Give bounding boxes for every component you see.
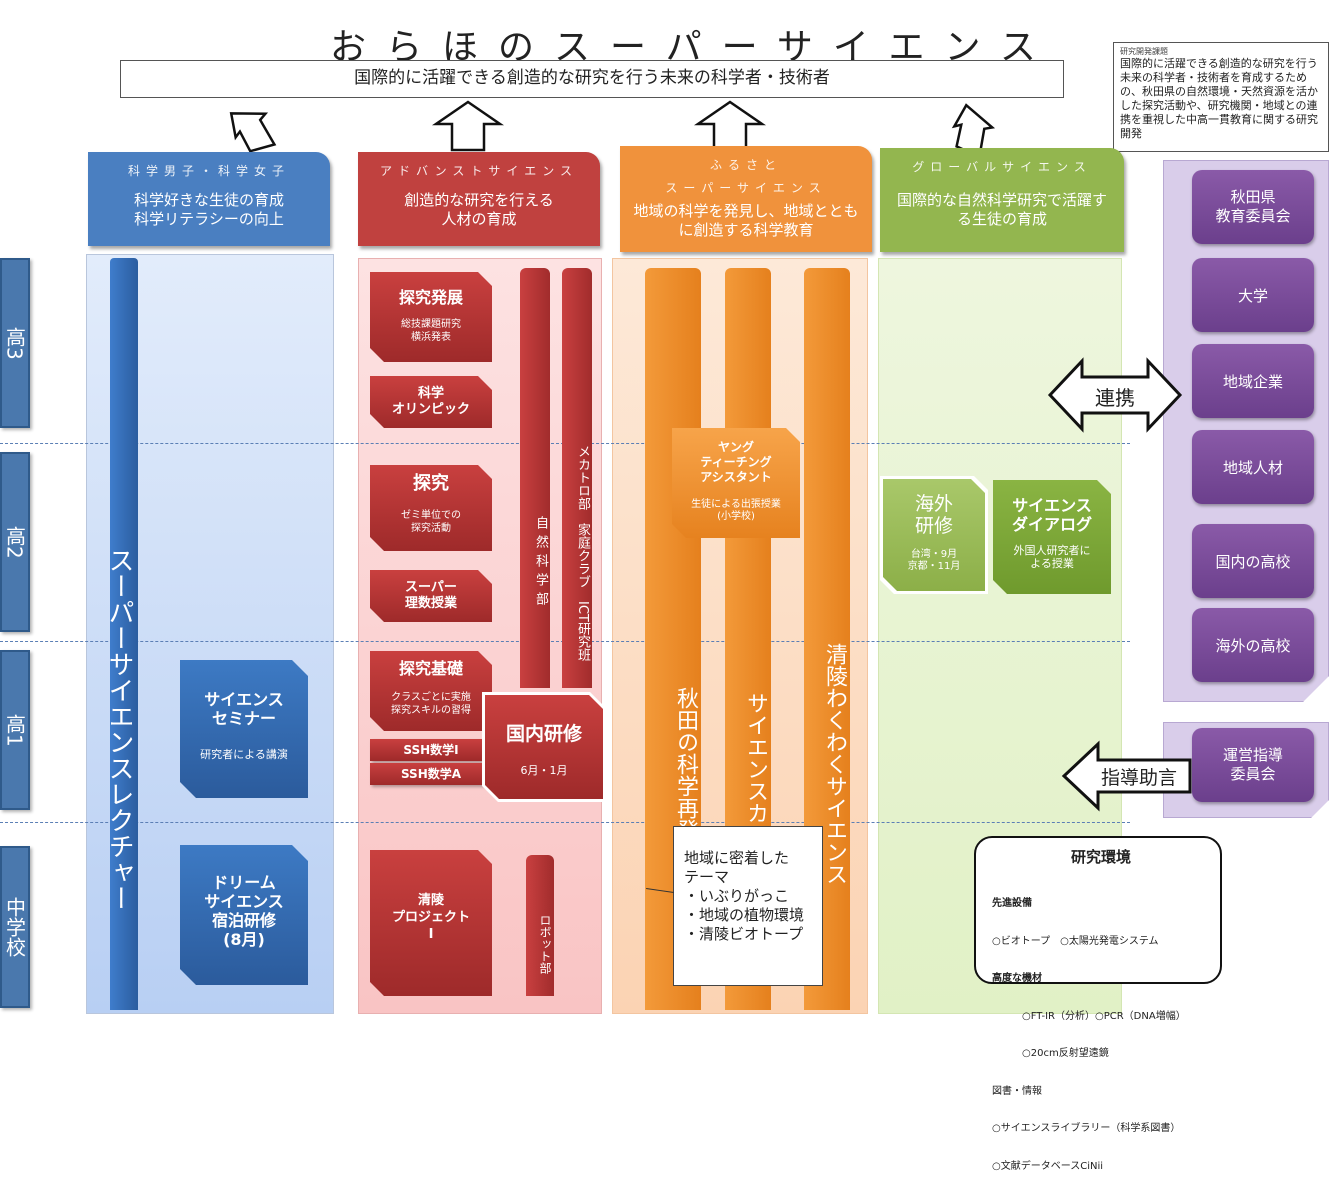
- header-science-boys-girls: 科学男子・科学女子 科学好きな生徒の育成 科学リテラシーの向上: [88, 152, 330, 246]
- header-main: 創造的な研究を行える 人材の育成: [404, 191, 554, 228]
- kokunai-kenshu-title: 国内研修: [505, 723, 582, 745]
- header-sub-furusato: ふるさと: [709, 158, 782, 172]
- header-furusato-super-science: ふるさと スーパーサイエンス 地域の科学を発見し、地域とともに創造する科学教育: [620, 146, 872, 252]
- ssh-matha-box: SSH数学A: [370, 763, 492, 785]
- header-global-science: グローバルサイエンス 国際的な自然科学研究で活躍する生徒の育成: [880, 148, 1124, 252]
- tankyu-desc: ゼミ単位での 探究活動: [401, 510, 461, 534]
- grade-label-junior-high: 中学校: [0, 846, 30, 1008]
- young-ta-title: ヤング ティーチング アシスタント: [700, 440, 772, 484]
- up-arrows: [229, 100, 996, 159]
- env-line: 図書・情報: [992, 1085, 1042, 1097]
- header-sub: 科学男子・科学女子: [127, 164, 290, 178]
- science-dialog-title: サイエンス ダイアログ: [1011, 496, 1092, 534]
- arrow-up-icon: [693, 100, 767, 152]
- shizen-kagaku-bar: 自然科学部: [520, 268, 550, 688]
- env-line: ○20cm反射望遠鏡: [992, 1048, 1109, 1059]
- grade-divider: [0, 822, 1130, 823]
- shido-label: 指導助言: [1100, 767, 1177, 789]
- partner-akita-board: 秋田県 教育委員会: [1192, 170, 1314, 244]
- super-science-lecture-bar: スーパーサイエンスレクチャー: [104, 258, 138, 1010]
- research-environment-list: 先進設備 ○ビオトープ ○太陽光発電システム 高度な機材 ○FT-IR（分析）○…: [992, 873, 1210, 1198]
- partner-local-companies: 地域企業: [1192, 344, 1314, 418]
- tankyu-hatten-title: 探究発展: [398, 288, 463, 307]
- tankyu-hatten-desc: 総技課題研究 横浜発表: [401, 319, 461, 343]
- grade-label-h3: 高3: [0, 258, 30, 428]
- science-seminar-title: サイエンス セミナー: [204, 690, 284, 728]
- arrow-up-icon: [431, 100, 505, 152]
- tankyu-kiso-title: 探究基礎: [398, 659, 463, 678]
- science-dialog-box: サイエンス ダイアログ 外国人研究者に よる授業: [993, 480, 1111, 594]
- env-line: ○サイエンスライブラリー（科学系図書）: [992, 1123, 1181, 1134]
- research-theme-heading: 研究開発課題: [1120, 47, 1168, 56]
- shido-left-arrow-icon: [1061, 740, 1192, 812]
- partner-university: 大学: [1192, 258, 1314, 332]
- header-main: 国際的な自然科学研究で活躍する生徒の育成: [896, 191, 1107, 228]
- env-line: ○FT-IR（分析）○PCR（DNA増幅）: [992, 1010, 1186, 1022]
- research-environment-box: 研究環境 先進設備 ○ビオトープ ○太陽光発電システム 高度な機材 ○FT-IR…: [974, 836, 1222, 1172]
- goal-box: 国際的に活躍できる創造的な研究を行う未来の科学者・技術者: [120, 60, 1064, 98]
- seiryo-project-label: 清陵 プロジェクト Ⅰ: [391, 893, 470, 942]
- science-olympic-label: 科学 オリンピック: [391, 386, 470, 417]
- seiryo-project-box: 清陵 プロジェクト Ⅰ: [370, 850, 492, 996]
- tankyu-kiso-box: 探究基礎 クラスごとに実施 探究スキルの習得: [370, 651, 492, 731]
- super-rishu-label: スーパー 理数授業: [404, 580, 457, 611]
- overseas-training-desc: 台湾・9月 京都・11月: [907, 549, 961, 572]
- renkei-label: 連携: [1095, 386, 1135, 410]
- kokunai-kenshu-box: 国内研修 6月・1月: [482, 692, 606, 802]
- overseas-training-title: 海外 研修: [914, 493, 953, 537]
- env-line: 先進設備: [992, 898, 1032, 909]
- young-ta-box: ヤング ティーチング アシスタント 生徒による出張授業 (小学校): [672, 428, 800, 538]
- kokunai-kenshu-inner: 国内研修 6月・1月: [485, 695, 603, 799]
- env-line: ○文献データベースCiNii: [992, 1160, 1104, 1172]
- super-rishu-box: スーパー 理数授業: [370, 570, 492, 622]
- dream-science-box: ドリーム サイエンス 宿泊研修 (8月): [180, 845, 308, 985]
- science-dialog-desc: 外国人研究者に よる授業: [1013, 544, 1091, 570]
- research-theme-box: 研究開発課題 国際的に活躍できる創造的な研究を行う未来の科学者・技術者を育成する…: [1113, 42, 1329, 152]
- env-line: ○ビオトープ ○太陽光発電システム: [992, 935, 1159, 947]
- science-olympic-box: 科学 オリンピック: [370, 376, 492, 428]
- science-seminar-desc: 研究者による講演: [200, 748, 288, 761]
- header-main: 科学好きな生徒の育成 科学リテラシーの向上: [133, 191, 284, 228]
- header-sub: アドバンストサイエンス: [379, 164, 578, 178]
- env-line: 高度な機材: [992, 973, 1042, 984]
- partner-domestic-schools: 国内の高校: [1192, 524, 1314, 598]
- renkei-double-arrow-icon: [1047, 357, 1183, 433]
- tankyu-hatten-box: 探究発展 総技課題研究 横浜発表: [370, 272, 492, 362]
- dream-science-title: ドリーム サイエンス 宿泊研修 (8月): [204, 873, 284, 949]
- grade-label-h2: 高2: [0, 452, 30, 632]
- science-seminar-box: サイエンス セミナー 研究者による講演: [180, 660, 308, 798]
- arrow-up-icon: [229, 112, 277, 153]
- mechatro-ict-bar: メカトロ部 家庭クラブ ICT研究班: [562, 268, 592, 688]
- partner-overseas-schools: 海外の高校: [1192, 608, 1314, 682]
- tankyu-title: 探究: [413, 473, 449, 494]
- overseas-training-box: 海外 研修 台湾・9月 京都・11月: [880, 476, 988, 594]
- partner-local-talent: 地域人材: [1192, 430, 1314, 504]
- tankyu-box: 探究 ゼミ単位での 探究活動: [370, 465, 492, 551]
- local-theme-box: 地域に密着した テーマ ・いぶりがっこ ・地域の植物環境 ・清陵ビオトープ: [673, 826, 823, 986]
- ssh-math1-box: SSH数学Ⅰ: [370, 739, 492, 761]
- header-main: 地域の科学を発見し、地域とともに創造する科学教育: [633, 202, 859, 239]
- kokunai-kenshu-desc: 6月・1月: [520, 764, 568, 777]
- overseas-training-inner: 海外 研修 台湾・9月 京都・11月: [883, 479, 985, 591]
- research-theme-text: 国際的に活躍できる創造的な研究を行う未来の科学者・技術者を育成するための、秋田県…: [1120, 57, 1318, 140]
- robot-club-bar: ロボット部: [526, 855, 554, 996]
- header-advanced-science: アドバンストサイエンス 創造的な研究を行える 人材の育成: [358, 152, 600, 246]
- header-sub: グローバルサイエンス: [912, 160, 1092, 174]
- steering-committee: 運営指導 委員会: [1192, 728, 1314, 802]
- grade-label-h1: 高1: [0, 650, 30, 810]
- research-environment-title: 研究環境: [1070, 848, 1131, 866]
- tankyu-kiso-desc: クラスごとに実施 探究スキルの習得: [391, 692, 471, 716]
- young-ta-desc: 生徒による出張授業 (小学校): [691, 499, 781, 522]
- header-sub: スーパーサイエンス: [665, 181, 827, 195]
